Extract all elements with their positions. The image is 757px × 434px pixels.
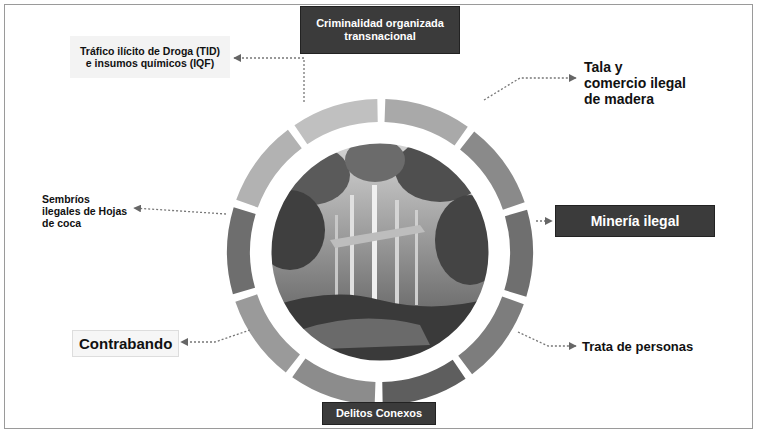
node-text: Trata de personas (582, 340, 704, 355)
crime-label-box: Trata de personas (578, 336, 708, 358)
crime-label-box: Sembríos ilegales de Hojas de coca (38, 190, 132, 232)
ring-segment (504, 210, 533, 297)
crime-label-box: Tala y comercio ilegal de madera (580, 56, 692, 110)
ring-segment (294, 99, 377, 144)
forest-photo (255, 130, 505, 370)
node-text: Delitos Conexos (331, 407, 427, 420)
node-text: Minería ilegal (564, 213, 706, 229)
ring-segment (292, 358, 375, 404)
node-text: Criminalidad organizada transnacional (309, 17, 451, 42)
dark-label-box: Criminalidad organizada transnacional (300, 6, 460, 54)
node-text: Tráfico ilícito de Droga (TID) e insumos… (76, 45, 224, 69)
ring-segment (227, 207, 256, 294)
node-text: Tala y comercio ilegal de madera (584, 59, 688, 107)
frame (5, 5, 753, 429)
dark-label-box: Delitos Conexos (322, 402, 436, 425)
segmented-ring (227, 99, 533, 405)
crime-label-box: Tráfico ilícito de Droga (TID) e insumos… (70, 36, 230, 78)
ring-segment (385, 99, 468, 145)
node-text: Contrabando (79, 335, 172, 352)
crime-label-box: Contrabando (72, 330, 179, 357)
ring-segment (382, 360, 465, 405)
leader-lines (134, 58, 576, 346)
node-text: Sembríos ilegales de Hojas de coca (42, 193, 128, 229)
dark-label-box: Minería ilegal (555, 205, 715, 237)
